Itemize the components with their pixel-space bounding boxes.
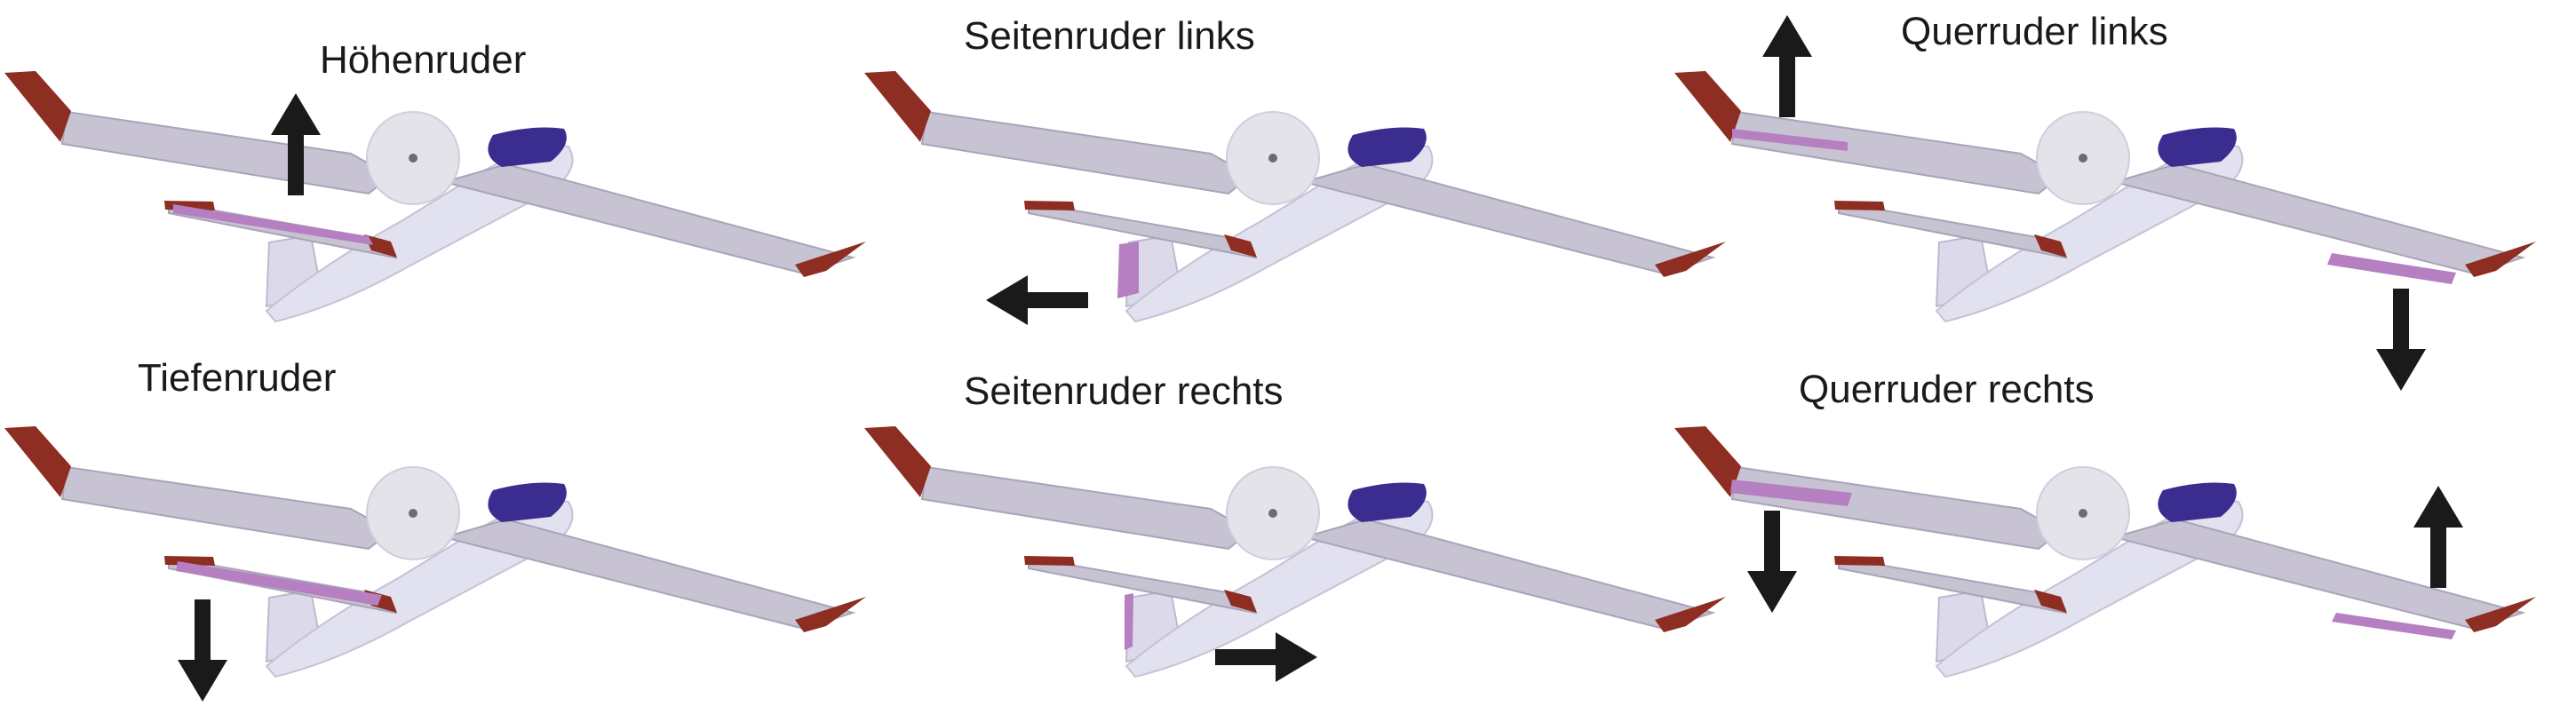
panel-seitenruder-rechts: Seitenruder rechts <box>863 369 1727 682</box>
elevator-surface <box>173 204 373 245</box>
panel-label: Querruder rechts <box>1799 368 2095 411</box>
panel-tiefenruder: Tiefenruder <box>4 356 867 702</box>
glider-model <box>1674 70 2537 322</box>
glider-model <box>1674 425 2537 678</box>
panel-label: Höhenruder <box>320 38 526 82</box>
arrow-left-icon <box>986 275 1088 325</box>
panel-label: Seitenruder rechts <box>964 369 1284 413</box>
glider-model <box>4 70 867 322</box>
arrow-down-icon <box>178 599 227 702</box>
panel-label: Seitenruder links <box>964 14 1255 58</box>
panel-label: Tiefenruder <box>138 356 336 400</box>
glider-model <box>4 425 867 678</box>
right-aileron <box>2332 613 2456 639</box>
panel-seitenruder-links: Seitenruder links <box>863 14 1727 325</box>
glider-model <box>863 425 1727 678</box>
rudder-surface <box>1117 242 1139 298</box>
panel-querruder-rechts: Querruder rechts <box>1674 368 2537 678</box>
glider-model <box>863 70 1727 322</box>
right-aileron <box>2327 253 2456 284</box>
panel-querruder-links: Querruder links <box>1674 10 2537 391</box>
arrow-down-icon <box>2376 289 2426 391</box>
panel-label: Querruder links <box>1901 10 2168 53</box>
elevator-surface <box>176 561 382 606</box>
arrow-up-icon <box>1762 15 1812 117</box>
left-aileron <box>1732 129 1848 151</box>
panel-hoehenruder: Höhenruder <box>4 38 867 322</box>
left-aileron <box>1730 480 1852 506</box>
rudder-surface <box>1125 593 1133 650</box>
arrow-up-icon <box>2413 486 2463 588</box>
arrow-down-icon <box>1747 511 1797 613</box>
